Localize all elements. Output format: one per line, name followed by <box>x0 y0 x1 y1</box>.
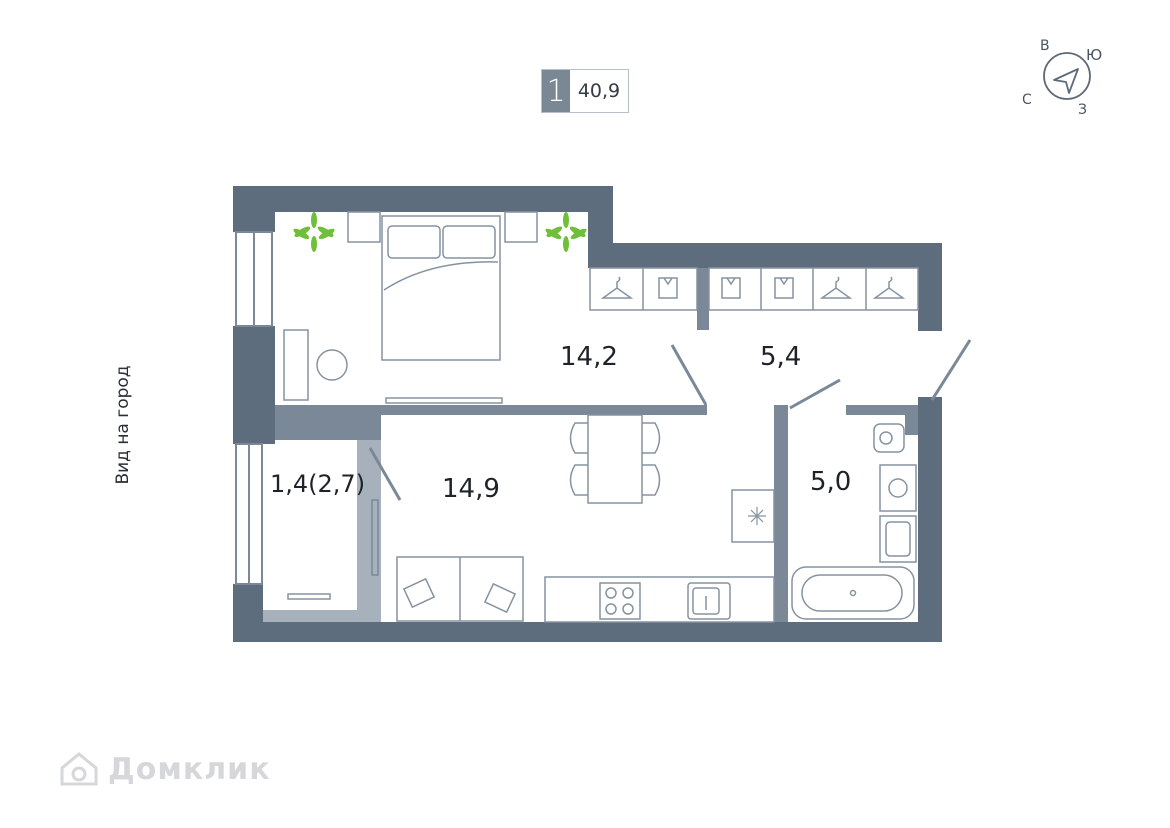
tv-unit <box>385 397 503 404</box>
dining-chair <box>569 422 588 454</box>
dining-chair <box>569 464 588 496</box>
windows <box>235 231 273 585</box>
bathroom-fixtures <box>791 423 917 620</box>
bathroom-door <box>789 378 841 410</box>
watermark: Домклик <box>58 750 271 788</box>
chair <box>316 349 348 381</box>
plants <box>293 212 587 252</box>
kitchen-counter <box>544 576 775 623</box>
compass-north: С <box>1022 92 1032 108</box>
dining-chair <box>642 422 661 454</box>
cushion <box>402 577 436 609</box>
burner-icon <box>605 603 617 615</box>
house-logo-icon <box>60 752 98 786</box>
plant-right-icon <box>545 212 587 252</box>
nightstand-right <box>504 211 538 243</box>
room-area-bathroom: 5,0 <box>810 467 851 497</box>
compass-south: Ю <box>1086 46 1102 64</box>
washbasin <box>879 515 917 563</box>
hanger-icon <box>872 276 906 299</box>
wardrobes <box>589 267 919 311</box>
cooktop <box>599 582 641 620</box>
hanger-icon <box>819 276 853 299</box>
exterior-walls <box>233 186 942 642</box>
toilet <box>873 423 905 453</box>
cushion <box>483 582 517 614</box>
compass-ring <box>1043 52 1091 100</box>
watermark-text: Домклик <box>108 751 271 787</box>
bathtub <box>791 566 915 620</box>
balcony-door <box>368 447 402 501</box>
room-count: 1 <box>542 70 570 112</box>
compass-east: В <box>1040 38 1050 54</box>
doors <box>368 339 972 576</box>
balcony-furniture <box>287 593 331 600</box>
compass-west: З <box>1078 102 1087 118</box>
shirt-icon <box>721 277 741 299</box>
shirt-icon <box>658 277 678 299</box>
room-area-balcony: 1,4(2,7) <box>270 470 365 498</box>
burner-icon <box>622 587 634 599</box>
dining-chair <box>642 464 661 496</box>
dryer <box>287 593 331 600</box>
desk <box>283 329 309 401</box>
fridge <box>731 489 775 543</box>
room-area-living-kitchen: 14,9 <box>442 474 500 504</box>
bedroom-furniture <box>283 211 538 404</box>
bedroom-door <box>670 344 708 406</box>
living-kitchen-furniture <box>396 414 775 623</box>
compass: В Ю С З <box>1022 38 1102 118</box>
room-area-wardrobe: 5,4 <box>760 342 801 372</box>
shirt-icon <box>774 277 794 299</box>
burner-icon <box>605 587 617 599</box>
hanger-icon <box>600 276 634 299</box>
room-area-bedroom: 14,2 <box>560 342 618 372</box>
apartment-summary-badge: 1 40,9 <box>541 69 629 113</box>
sink <box>687 582 731 620</box>
washing-machine <box>879 464 917 512</box>
entrance-door <box>930 339 972 401</box>
total-area: 40,9 <box>577 80 621 102</box>
compass-arrow-icon <box>1053 68 1079 94</box>
dining-table <box>587 414 643 504</box>
bed <box>381 215 501 361</box>
nightstand-left <box>347 211 381 243</box>
plant-left-icon <box>293 212 335 252</box>
snowflake-icon <box>748 507 766 525</box>
burner-icon <box>622 603 634 615</box>
partitions <box>263 268 918 622</box>
